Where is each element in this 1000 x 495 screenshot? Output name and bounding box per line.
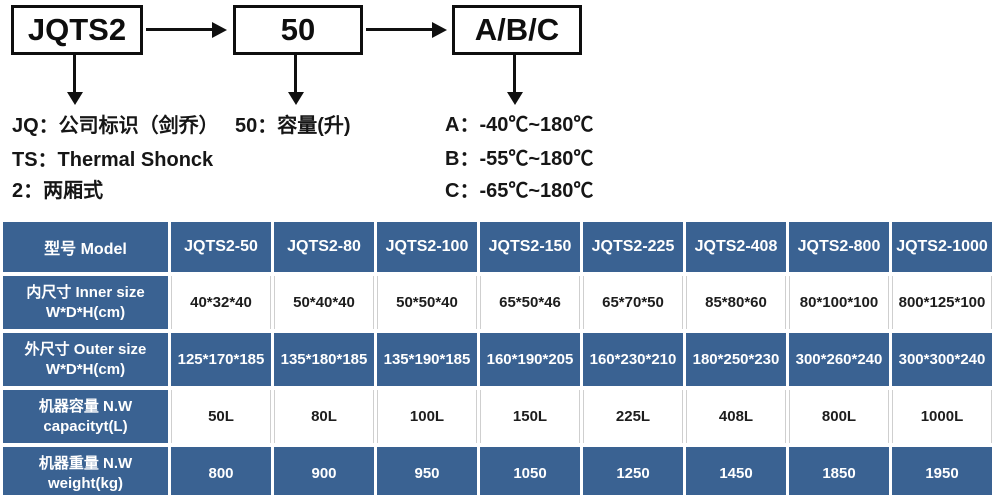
table-cell: 800L [789, 390, 889, 443]
note-temp-grade-a: A：-40℃~180℃ [445, 114, 594, 136]
column-header: JQTS2-800 [789, 222, 889, 272]
table-cell: 100L [377, 390, 477, 443]
row-label: 机器重量 N.W weight(kg) [3, 447, 168, 495]
note-two-zone: 2：两厢式 [12, 180, 104, 202]
column-header: JQTS2-50 [171, 222, 271, 272]
row-label: 外尺寸 Outer size W*D*H(cm) [3, 333, 168, 386]
table-cell: 135*190*185 [377, 333, 477, 386]
row-label-line2: weight(kg) [48, 474, 123, 492]
table-row-inner-size: 内尺寸 Inner size W*D*H(cm) 40*32*40 50*40*… [3, 276, 992, 329]
table-cell: 800*125*100 [892, 276, 992, 329]
table-cell: 950 [377, 447, 477, 495]
table-cell: 80*100*100 [789, 276, 889, 329]
table-cell: 408L [686, 390, 786, 443]
table-cell: 50*40*40 [274, 276, 374, 329]
row-label-line1: 机器重量 N.W [38, 454, 133, 472]
column-header: JQTS2-225 [583, 222, 683, 272]
column-header: JQTS2-100 [377, 222, 477, 272]
table-cell: 1250 [583, 447, 683, 495]
row-label-line1: 内尺寸 Inner size [26, 283, 145, 301]
row-label: 内尺寸 Inner size W*D*H(cm) [3, 276, 168, 329]
header-row: 型号 Model JQTS2-50 JQTS2-80 JQTS2-100 JQT… [3, 222, 992, 272]
flow-arrow-right-icon [146, 28, 212, 31]
table-cell: 150L [480, 390, 580, 443]
table-cell: 900 [274, 447, 374, 495]
note-capacity: 50：容量(升) [235, 115, 351, 137]
table-cell: 50*50*40 [377, 276, 477, 329]
table-row-weight: 机器重量 N.W weight(kg) 800 900 950 1050 125… [3, 447, 992, 495]
table-cell: 800 [171, 447, 271, 495]
column-header-model: 型号 Model [3, 222, 168, 272]
flow-box-temp-grade-code: A/B/C [452, 5, 582, 55]
note-temp-grade-c: C：-65℃~180℃ [445, 180, 594, 202]
row-label-line2: capacityt(L) [43, 417, 128, 435]
table-cell: 135*180*185 [274, 333, 374, 386]
table-cell: 300*300*240 [892, 333, 992, 386]
column-header: JQTS2-80 [274, 222, 374, 272]
row-label-line1: 外尺寸 Outer size [24, 340, 147, 358]
flow-arrow-down-icon [513, 55, 516, 92]
flow-arrow-down-icon [73, 55, 76, 92]
table-cell: 160*190*205 [480, 333, 580, 386]
table-cell: 85*80*60 [686, 276, 786, 329]
table-cell: 1000L [892, 390, 992, 443]
table-cell: 125*170*185 [171, 333, 271, 386]
table-cell: 65*50*46 [480, 276, 580, 329]
table-cell: 40*32*40 [171, 276, 271, 329]
row-label: 机器容量 N.W capacityt(L) [3, 390, 168, 443]
table-cell: 1050 [480, 447, 580, 495]
table-cell: 80L [274, 390, 374, 443]
column-header: JQTS2-408 [686, 222, 786, 272]
row-label-line2: W*D*H(cm) [45, 303, 126, 321]
note-company-id: JQ：公司标识（剑乔） [12, 115, 219, 137]
flow-arrow-right-icon [366, 28, 432, 31]
table-cell: 1850 [789, 447, 889, 495]
table-cell: 160*230*210 [583, 333, 683, 386]
table-cell: 225L [583, 390, 683, 443]
table-cell: 180*250*230 [686, 333, 786, 386]
table-row-capacity: 机器容量 N.W capacityt(L) 50L 80L 100L 150L … [3, 390, 992, 443]
note-thermal-shock: TS：Thermal Shonck [12, 149, 214, 171]
column-header: JQTS2-1000 [892, 222, 992, 272]
table-cell: 65*70*50 [583, 276, 683, 329]
flow-box-series-code: JQTS2 [11, 5, 143, 55]
spec-table: 型号 Model JQTS2-50 JQTS2-80 JQTS2-100 JQT… [0, 218, 995, 495]
table-cell: 50L [171, 390, 271, 443]
flow-box-capacity-code: 50 [233, 5, 363, 55]
column-header: JQTS2-150 [480, 222, 580, 272]
flow-arrow-down-icon [294, 55, 297, 92]
row-label-line2: W*D*H(cm) [45, 360, 126, 378]
table-cell: 1950 [892, 447, 992, 495]
note-temp-grade-b: B：-55℃~180℃ [445, 148, 594, 170]
table-cell: 1450 [686, 447, 786, 495]
table-cell: 300*260*240 [789, 333, 889, 386]
table-row-outer-size: 外尺寸 Outer size W*D*H(cm) 125*170*185 135… [3, 333, 992, 386]
row-label-line1: 机器容量 N.W [38, 397, 133, 415]
